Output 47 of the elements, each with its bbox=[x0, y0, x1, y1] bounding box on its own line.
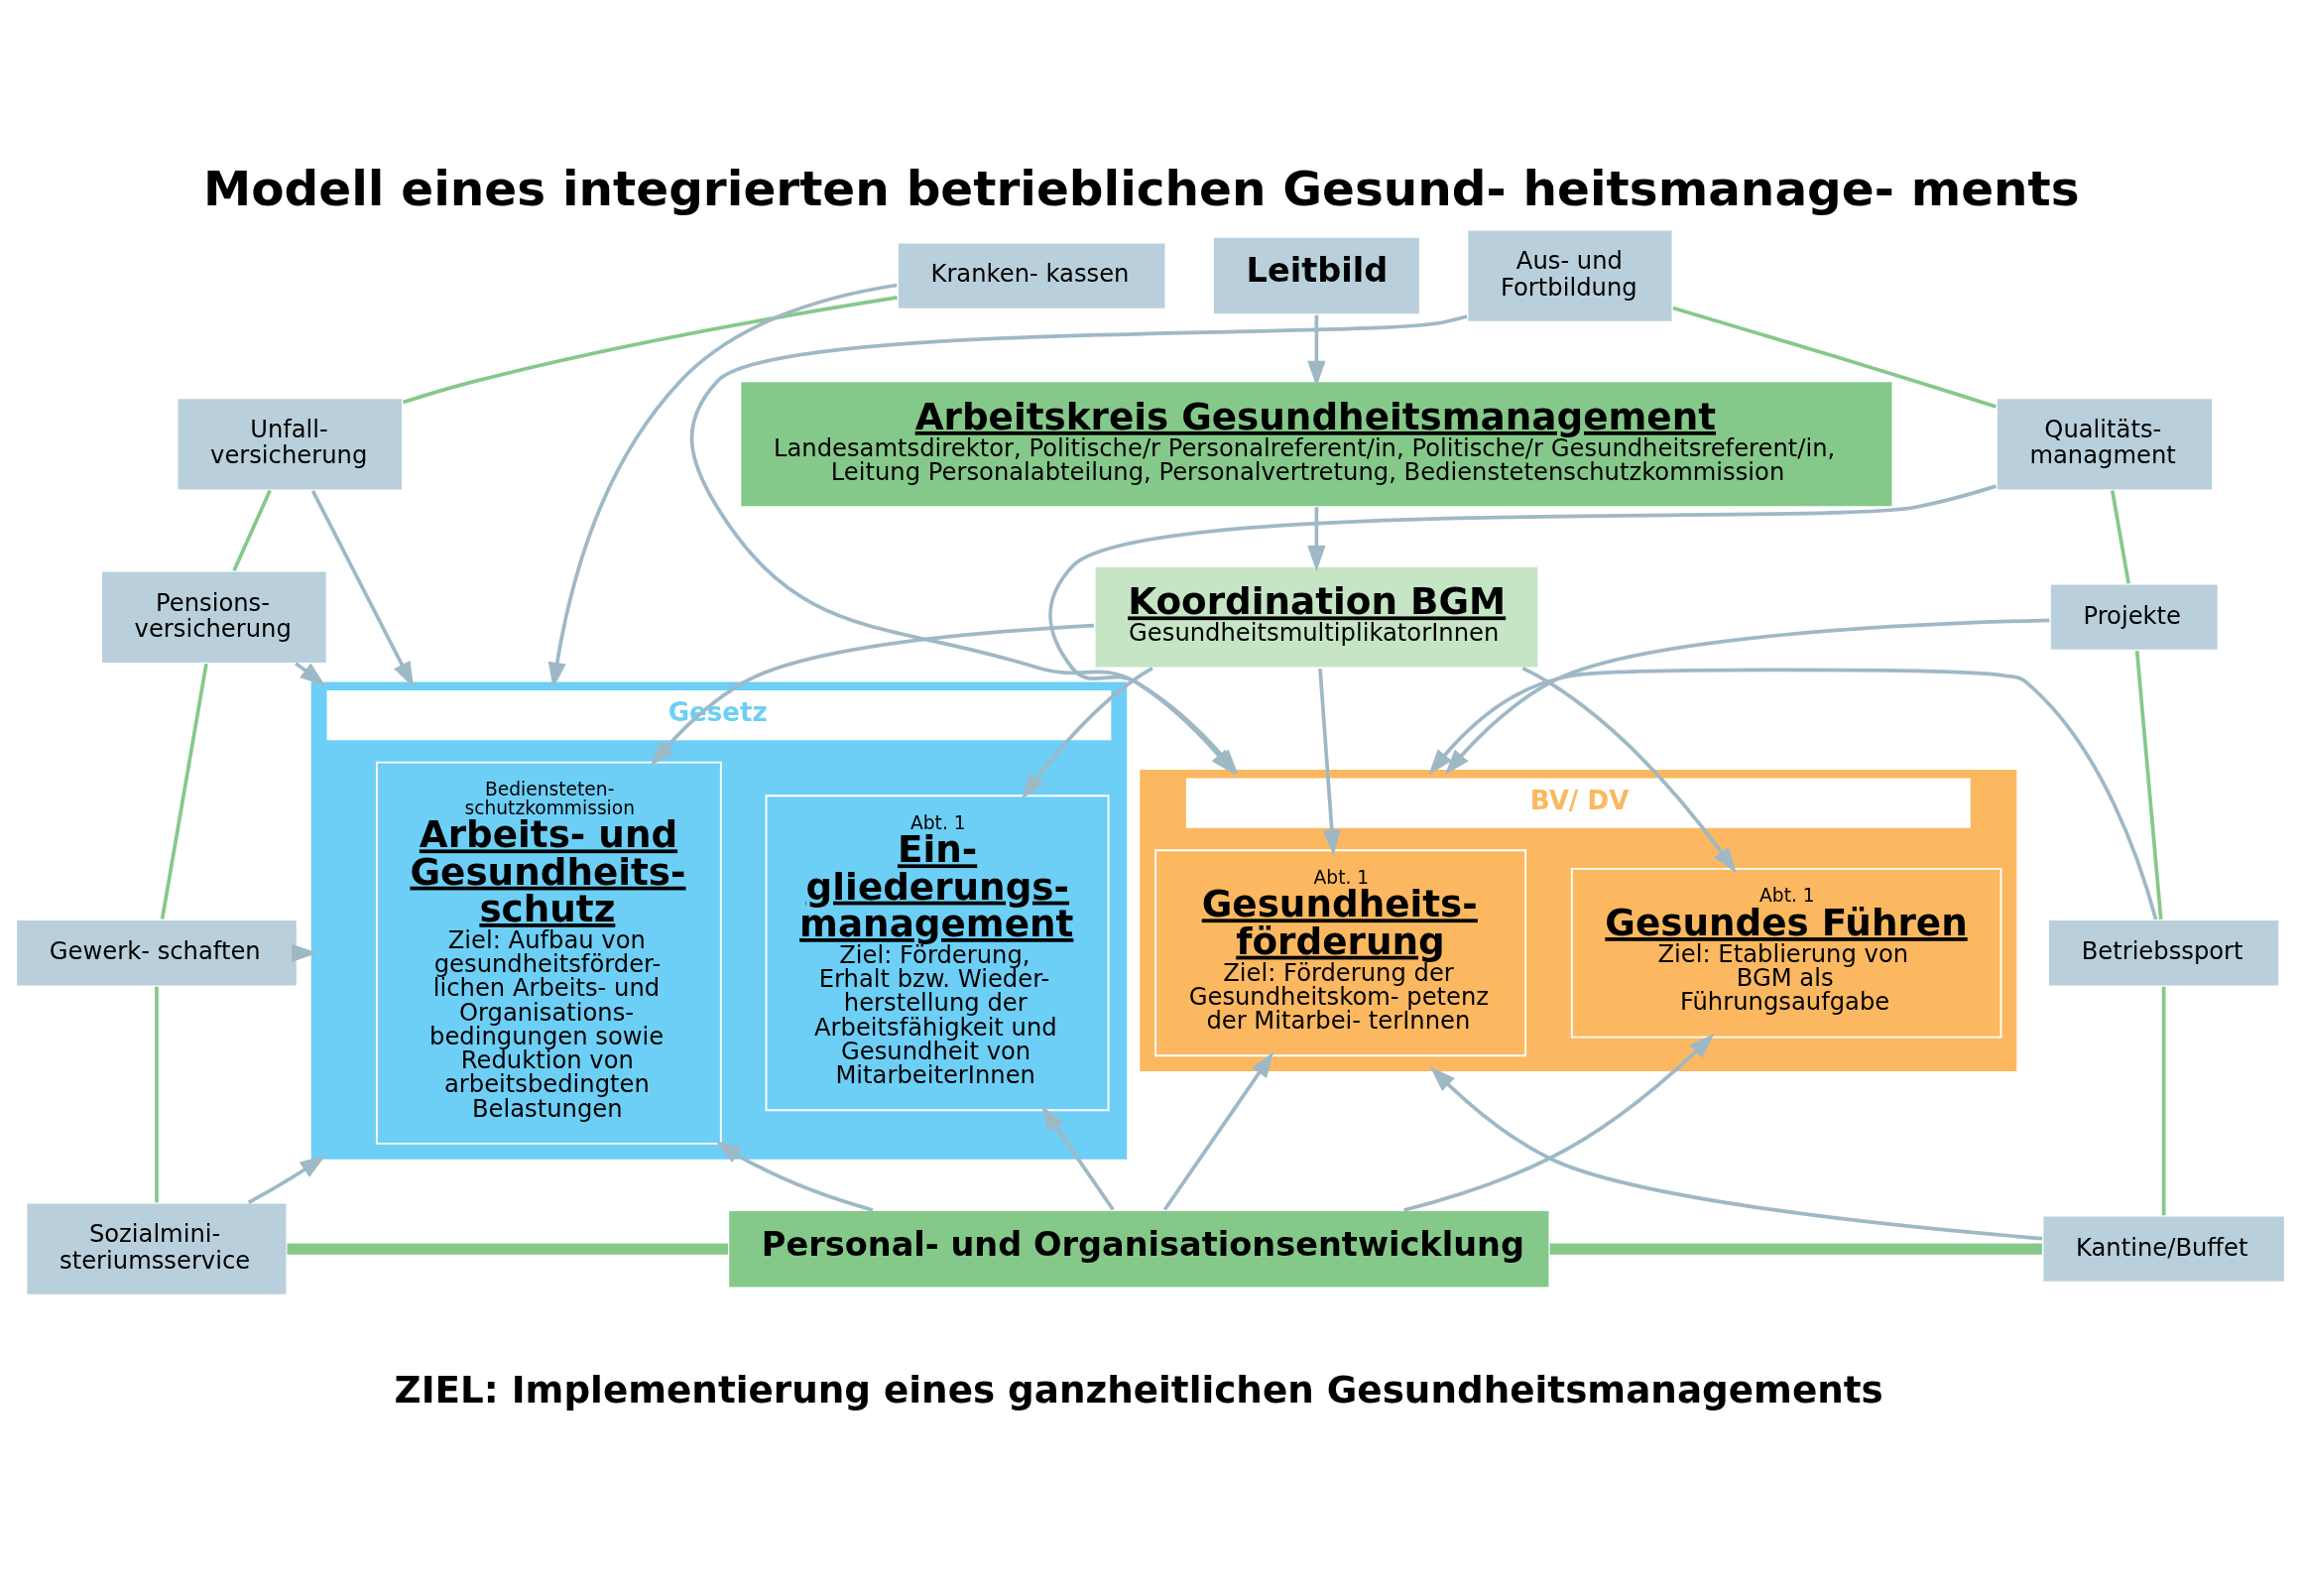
node-box: Abt. 1 Gesundes Führen Ziel: Etablierung von BGM als Führungsaufgabe bbox=[1570, 867, 2002, 1039]
node-box: Unfall- versicherung bbox=[176, 396, 404, 491]
arrow bbox=[1444, 617, 2050, 775]
node-box: Kantine/Buffet bbox=[2041, 1214, 2286, 1284]
arrow bbox=[1162, 1050, 1274, 1211]
connector bbox=[2110, 489, 2130, 584]
arrow bbox=[715, 1140, 874, 1212]
arrow bbox=[292, 943, 318, 962]
arrow bbox=[310, 489, 415, 687]
node-box: Leitbild bbox=[1212, 235, 1421, 315]
node-box: Kranken- kassen bbox=[897, 241, 1167, 310]
connector bbox=[1672, 306, 1997, 409]
node-box: Koordination BGM GesundheitsmultiplikatorInnen bbox=[1093, 564, 1540, 669]
arrow bbox=[295, 662, 326, 686]
arrow bbox=[247, 1155, 326, 1204]
connector bbox=[402, 295, 898, 404]
connector bbox=[1549, 1243, 2042, 1255]
caption: ZIEL: Implementierung eines ganzheitlichen Gesundheitsmanagements bbox=[394, 1367, 1883, 1412]
node-box: Bediensteten- schutzkommission Arbeits- und Gesundheits- schutz Ziel: Aufbau von gesundheitsförder- lichen Arbeits- und Organisations- bedingungen sowie Reduktion von arbeitsbedingten Belastungen bbox=[375, 761, 722, 1145]
arrow bbox=[650, 623, 1095, 767]
node-box: Betriebssport bbox=[2047, 918, 2281, 987]
arrow bbox=[1318, 668, 1341, 856]
connector bbox=[2134, 650, 2163, 920]
arrow bbox=[1428, 668, 2158, 920]
connector bbox=[287, 1243, 728, 1255]
node-box: Projekte bbox=[2049, 582, 2220, 652]
node-box: Abt. 1 Gesundheits- förderung Ziel: Förderung der Gesundheitskom- petenz der Mitarbei- terInnen bbox=[1154, 848, 1527, 1056]
node-box: Qualitäts- managment bbox=[1995, 396, 2214, 491]
arrow bbox=[1403, 1033, 1715, 1212]
connector bbox=[2161, 986, 2166, 1215]
node-box: Sozialmini- steriumsservice bbox=[25, 1201, 289, 1296]
arrow bbox=[1307, 314, 1326, 387]
arrow bbox=[1021, 666, 1153, 799]
arrow bbox=[1429, 1065, 2043, 1240]
connector bbox=[232, 489, 272, 571]
diagram-title: Modell eines integrierten betrieblichen Gesund- heitsmanage- ments bbox=[203, 160, 2080, 216]
node-box: Pensions- versicherung bbox=[100, 569, 328, 665]
node-box: Aus- und Fortbildung bbox=[1466, 228, 1674, 323]
arrow bbox=[1521, 666, 1737, 873]
arrow bbox=[1307, 506, 1326, 571]
node-box: Abt. 1 Ein- gliederungs- management Ziel: Förderung, Erhalt bzw. Wieder- herstellung der Arbeitsfähigkeit und Gesundheit von MitarbeiterInnen bbox=[765, 794, 1110, 1111]
connector bbox=[160, 663, 208, 920]
connector bbox=[155, 986, 159, 1202]
arrow bbox=[547, 283, 898, 688]
node-box: Arbeitskreis Gesundheitsmanagement Landesamtsdirektor, Politische/r Personalreferent/in, Politische/r Gesundheitsreferent/in, Leitung Personalabteilung, Personalvertretung, Bedienstetenschutzkommission bbox=[739, 379, 1894, 508]
node-box: Personal- und Organisationsentwicklung bbox=[727, 1208, 1551, 1289]
arrow bbox=[1041, 1105, 1115, 1211]
